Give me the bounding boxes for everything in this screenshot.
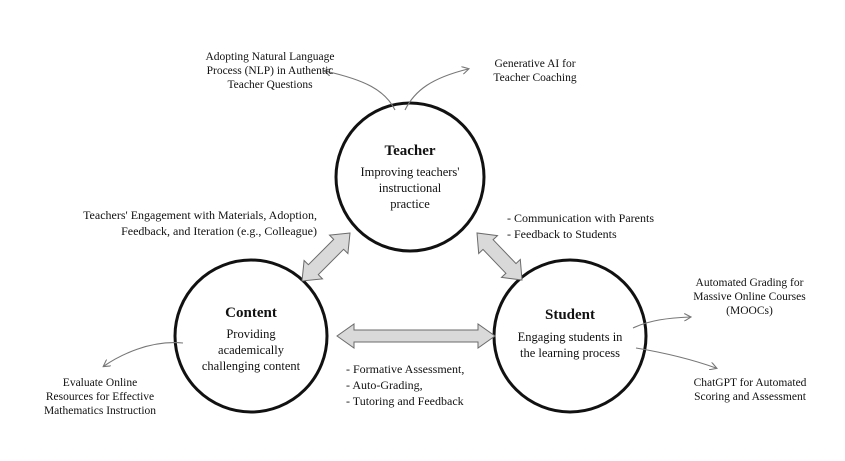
branch-label-content-evaluate: Evaluate Online Resources for Effective … [20, 376, 180, 418]
branch-label-line: Evaluate Online [62, 377, 138, 389]
branch-label-student-chatgpt: ChatGPT for Automated Scoring and Assess… [670, 376, 830, 404]
arrow-teacher-content [301, 232, 351, 282]
student-desc-line: Engaging students in [517, 330, 623, 344]
branch-arrow-student-mooc [632, 317, 690, 329]
student-description: Engaging students in the learning proces… [495, 329, 645, 361]
arrow-content-student [336, 323, 496, 349]
teacher-title: Teacher [384, 143, 436, 159]
branch-arrow-teacher-genai [404, 69, 468, 111]
branch-label-line: Massive Online Courses [693, 291, 806, 303]
edge-label-line: Teachers' Engagement with Materials, Ado… [83, 208, 317, 222]
edge-label-line: Feedback, and Iteration (e.g., Colleague… [121, 224, 317, 238]
edge-label-content-student: - Formative Assessment, - Auto-Grading, … [346, 361, 464, 409]
branch-label-line: Generative AI for [494, 58, 576, 70]
teacher-desc-line: Improving teachers' [360, 165, 460, 179]
edge-label-line: - Communication with Parents [507, 211, 654, 225]
edge-label-line: - Tutoring and Feedback [346, 394, 464, 408]
teacher-description: Improving teachers' instructional practi… [340, 164, 480, 212]
edge-label-line: - Formative Assessment, [346, 362, 465, 376]
content-desc-line: academically [218, 343, 284, 357]
branch-label-line: Teacher Questions [227, 79, 313, 91]
branch-label-line: Process (NLP) in Authentic [206, 65, 334, 77]
branch-arrow-content-evaluate [104, 342, 184, 366]
branch-label-line: Mathematics Instruction [43, 405, 157, 417]
edge-label-line: - Auto-Grading, [346, 378, 423, 392]
edge-label-teacher-content: Teachers' Engagement with Materials, Ado… [83, 207, 317, 239]
branch-label-line: ChatGPT for Automated [693, 377, 807, 389]
branch-arrow-teacher-nlp [325, 71, 396, 111]
branch-label-teacher-genai: Generative AI for Teacher Coaching [470, 57, 600, 85]
teacher-circle [334, 101, 486, 253]
branch-label-teacher-nlp: Adopting Natural Language Process (NLP) … [180, 50, 360, 92]
content-title: Content [225, 305, 277, 321]
content-description: Providing academically challenging conte… [181, 326, 321, 374]
teacher-desc-line: instructional [378, 181, 442, 195]
student-desc-line: the learning process [520, 346, 620, 360]
branch-label-line: Resources for Effective [45, 391, 155, 403]
edge-label-teacher-student: - Communication with Parents - Feedback … [507, 210, 654, 242]
branch-label-line: Adopting Natural Language [205, 51, 335, 63]
branch-label-line: (MOOCs) [726, 305, 773, 317]
branch-label-line: Scoring and Assessment [694, 391, 806, 403]
arrow-teacher-student [476, 232, 523, 281]
branch-label-line: Automated Grading for [695, 277, 804, 289]
content-circle [173, 258, 329, 414]
content-desc-line: Providing [226, 327, 276, 341]
branch-arrow-student-chatgpt [635, 347, 716, 368]
content-desc-line: challenging content [201, 359, 301, 373]
branch-label-line: Teacher Coaching [493, 72, 577, 84]
branch-label-student-mooc: Automated Grading for Massive Online Cou… [672, 276, 827, 318]
student-title: Student [544, 307, 596, 323]
teacher-desc-line: practice [390, 197, 430, 211]
edge-label-line: - Feedback to Students [507, 227, 617, 241]
relation-arrows [301, 232, 523, 349]
